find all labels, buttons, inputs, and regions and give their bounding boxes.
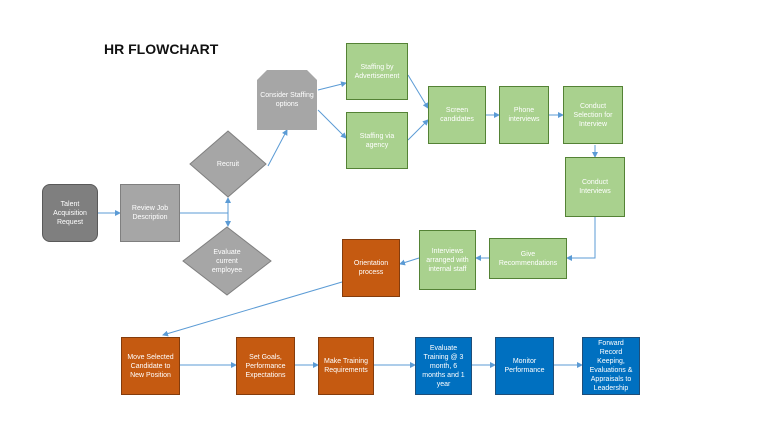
link-consider-agency: [317, 109, 347, 139]
monitor-performance-node[interactable]: Monitor Performance: [495, 337, 554, 395]
conduct-interviews-label: Conduct Interviews: [579, 179, 611, 195]
talent-acquisition-label: Talent Acquisition Request: [53, 200, 87, 226]
page-title: HR FLOWCHART: [104, 41, 219, 57]
set-goals-node[interactable]: Set Goals, Performance Expectations: [236, 337, 295, 395]
training-requirements-label: Make Training Requirements: [324, 358, 368, 374]
give-recommendations-label: Give Recommendations: [498, 250, 558, 267]
forward-records-node[interactable]: Forward Record Keeping, Evaluations & Ap…: [582, 337, 640, 395]
recruit-diamond-shape: [189, 130, 267, 198]
conduct-selection-node[interactable]: Conduct Selection for Interview: [563, 86, 623, 144]
review-job-node[interactable]: Review Job Description: [120, 184, 180, 242]
screen-candidates-label: Screen candidates: [440, 107, 474, 123]
set-goals-label: Set Goals, Performance Expectations: [245, 353, 286, 379]
link-advert-screen: [407, 74, 429, 109]
staffing-advertisement-node[interactable]: Staffing by Advertisement: [346, 43, 408, 100]
link-orientation-move: [162, 281, 343, 337]
link-interviews-give: [566, 217, 596, 261]
phone-interviews-node[interactable]: Phone interviews: [499, 86, 549, 144]
orientation-process-node[interactable]: Orientation process: [342, 239, 400, 297]
evaluate-training-node[interactable]: Evaluate Training @ 3 month, 6 months an…: [415, 337, 472, 395]
evaluate-diamond[interactable]: Evaluate current employee: [182, 226, 272, 296]
link-consider-advert: [317, 81, 347, 91]
move-candidate-label: Move Selected Candidate to New Position: [127, 353, 174, 379]
evaluate-diamond-shape: [182, 226, 272, 296]
staffing-agency-node[interactable]: Staffing via agency: [346, 112, 408, 169]
link-arranged-orientation: [399, 257, 420, 266]
staffing-agency-label: Staffing via agency: [359, 132, 395, 149]
forward-records-label: Forward Record Keeping, Evaluations & Ap…: [589, 340, 633, 392]
give-recommendations-node[interactable]: Give Recommendations: [489, 238, 567, 279]
evaluate-training-label: Evaluate Training @ 3 month, 6 months an…: [422, 344, 465, 388]
interviews-arranged-node[interactable]: Interviews arranged with internal staff: [419, 230, 476, 290]
link-agency-screen: [407, 119, 429, 141]
staffing-advertisement-label: Staffing by Advertisement: [354, 63, 400, 80]
conduct-selection-label: Conduct Selection for Interview: [573, 102, 613, 128]
consider-staffing-node[interactable]: Consider Staffing options: [257, 70, 317, 130]
move-candidate-node[interactable]: Move Selected Candidate to New Position: [121, 337, 180, 395]
consider-staffing-label: Consider Staffing options: [260, 92, 314, 108]
recruit-diamond[interactable]: Recruit: [189, 130, 267, 198]
screen-candidates-node[interactable]: Screen candidates: [428, 86, 486, 144]
monitor-performance-label: Monitor Performance: [504, 358, 545, 374]
recruit-label: Recruit: [216, 160, 240, 168]
review-job-label: Review Job Description: [131, 205, 169, 221]
interviews-arranged-label: Interviews arranged with internal staff: [426, 247, 469, 273]
phone-interviews-label: Phone interviews: [508, 107, 540, 123]
orientation-process-label: Orientation process: [353, 260, 389, 276]
evaluate-label: Evaluate current employee: [211, 248, 243, 274]
talent-acquisition-node[interactable]: Talent Acquisition Request: [42, 184, 98, 242]
link-recruit-consider: [267, 129, 288, 167]
training-requirements-node[interactable]: Make Training Requirements: [318, 337, 374, 395]
conduct-interviews-node[interactable]: Conduct Interviews: [565, 157, 625, 217]
